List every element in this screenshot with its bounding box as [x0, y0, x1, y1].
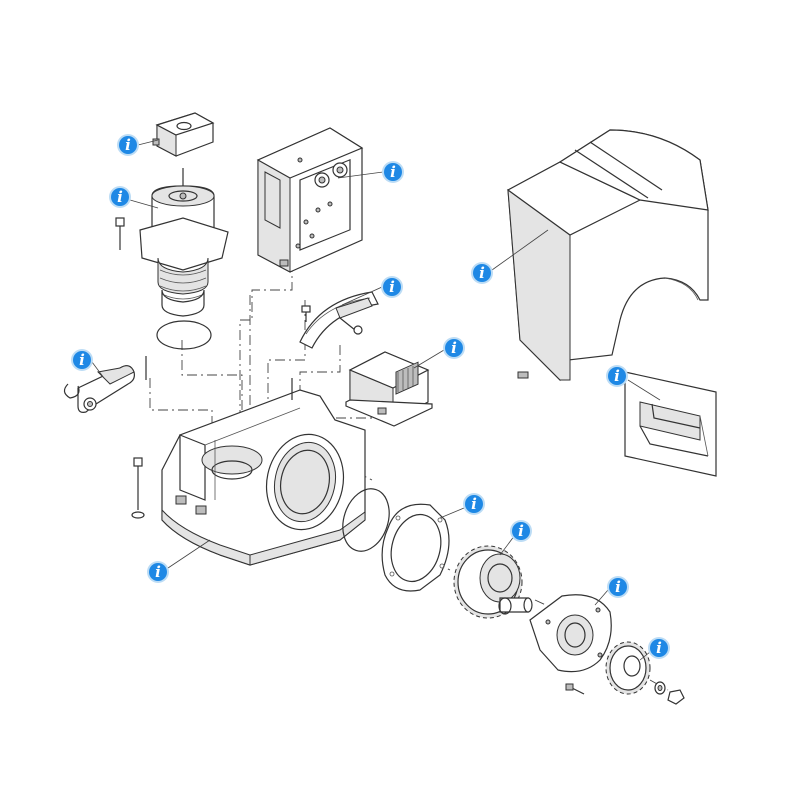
cover	[506, 129, 709, 382]
release-lever	[63, 356, 147, 413]
info-icon-glyph: i	[656, 639, 662, 657]
info-icon[interactable]: i	[117, 134, 139, 156]
cover-bracket	[624, 371, 717, 477]
motor	[115, 168, 229, 317]
info-icon[interactable]: i	[109, 186, 131, 208]
info-icon[interactable]: i	[510, 520, 532, 542]
gear	[453, 545, 533, 619]
info-icon-glyph: i	[518, 522, 524, 540]
info-icon-glyph: i	[390, 163, 396, 181]
control-board	[256, 127, 364, 273]
info-icon[interactable]: i	[648, 637, 670, 659]
info-icon-glyph: i	[125, 136, 131, 154]
info-icon-glyph: i	[479, 264, 485, 282]
transformer	[345, 351, 433, 427]
long-bolt	[131, 457, 145, 519]
hotspots: i i i i i i i i i i i i i	[71, 134, 670, 659]
gear-plate	[529, 594, 612, 695]
housing-o-ring	[342, 488, 390, 552]
motor-o-ring	[156, 320, 212, 350]
info-icon-glyph: i	[79, 351, 85, 369]
limit-switch-bracket	[299, 291, 379, 349]
info-icon-glyph: i	[389, 278, 395, 296]
info-icon[interactable]: i	[606, 365, 628, 387]
leader-lines	[91, 139, 661, 661]
info-icon-glyph: i	[614, 367, 620, 385]
info-icon-glyph: i	[117, 188, 123, 206]
info-icon-glyph: i	[451, 339, 457, 357]
info-icon[interactable]: i	[607, 576, 629, 598]
info-icon-glyph: i	[155, 563, 161, 581]
info-icon[interactable]: i	[443, 337, 465, 359]
info-icon[interactable]: i	[463, 493, 485, 515]
info-icon[interactable]: i	[382, 161, 404, 183]
info-icon-glyph: i	[615, 578, 621, 596]
gearmotor-housing	[161, 378, 366, 566]
info-icon[interactable]: i	[381, 276, 403, 298]
control-box-lid	[152, 112, 215, 157]
info-icon-glyph: i	[471, 495, 477, 513]
info-icon[interactable]: i	[471, 262, 493, 284]
info-icon[interactable]: i	[147, 561, 169, 583]
info-icon[interactable]: i	[71, 349, 93, 371]
pinion	[605, 641, 685, 705]
gasket	[381, 503, 450, 592]
